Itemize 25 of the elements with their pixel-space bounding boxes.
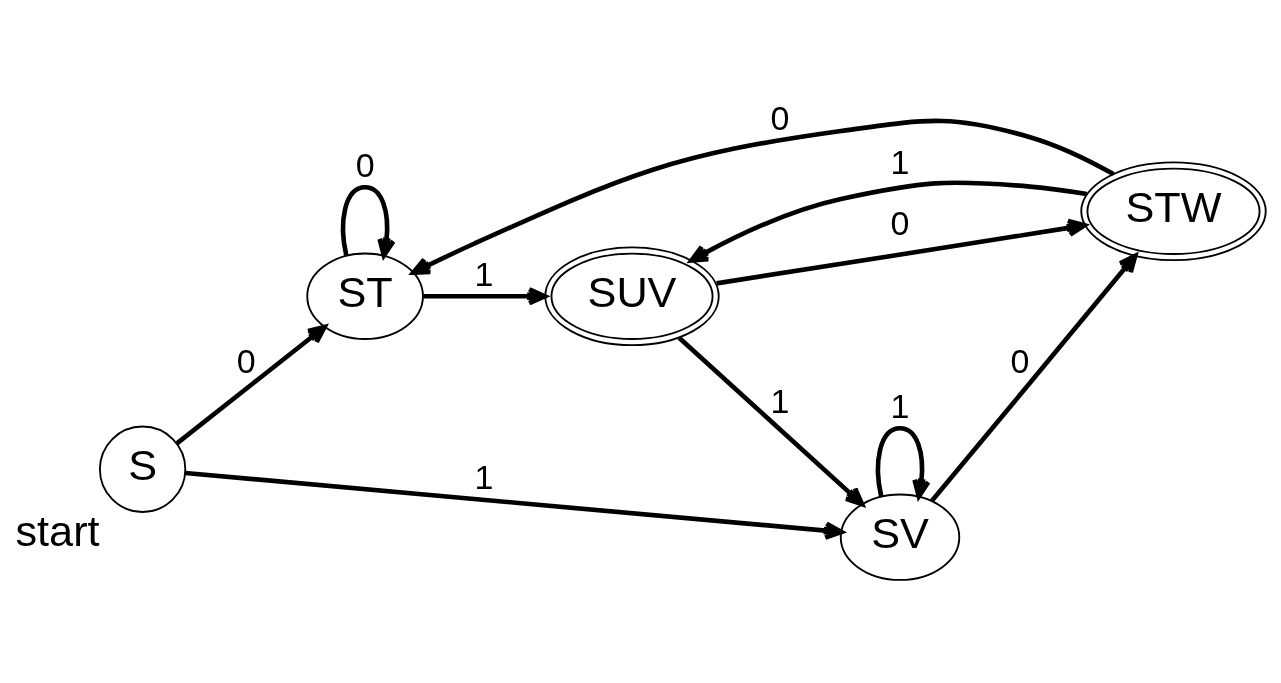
edge-label: 0 [355, 146, 375, 185]
arrow [423, 287, 548, 306]
arrow [689, 180, 1088, 263]
edge-label: 0 [890, 204, 910, 243]
edge-label: 1 [890, 142, 910, 181]
edge-label: 1 [474, 255, 494, 294]
edge-label: 1 [474, 457, 494, 496]
arrow [411, 118, 1115, 275]
node-label: start [15, 507, 100, 556]
node-circle: S [98, 425, 187, 513]
edge-label: 0 [770, 99, 790, 138]
arrow [929, 253, 1138, 503]
arrow [677, 335, 865, 507]
edge-label: 1 [890, 387, 910, 426]
edge-label: 0 [1010, 341, 1030, 380]
arrow [340, 184, 396, 258]
arrow [875, 425, 931, 499]
arrow [175, 324, 327, 446]
arrow [716, 218, 1087, 286]
edge-label: 0 [236, 341, 256, 380]
node-ellipse: ST [306, 252, 424, 340]
node-ellipse: STW [1080, 161, 1267, 262]
edge-label: 1 [770, 382, 790, 421]
node-ellipse: SV [839, 493, 961, 581]
arrow [185, 470, 844, 540]
